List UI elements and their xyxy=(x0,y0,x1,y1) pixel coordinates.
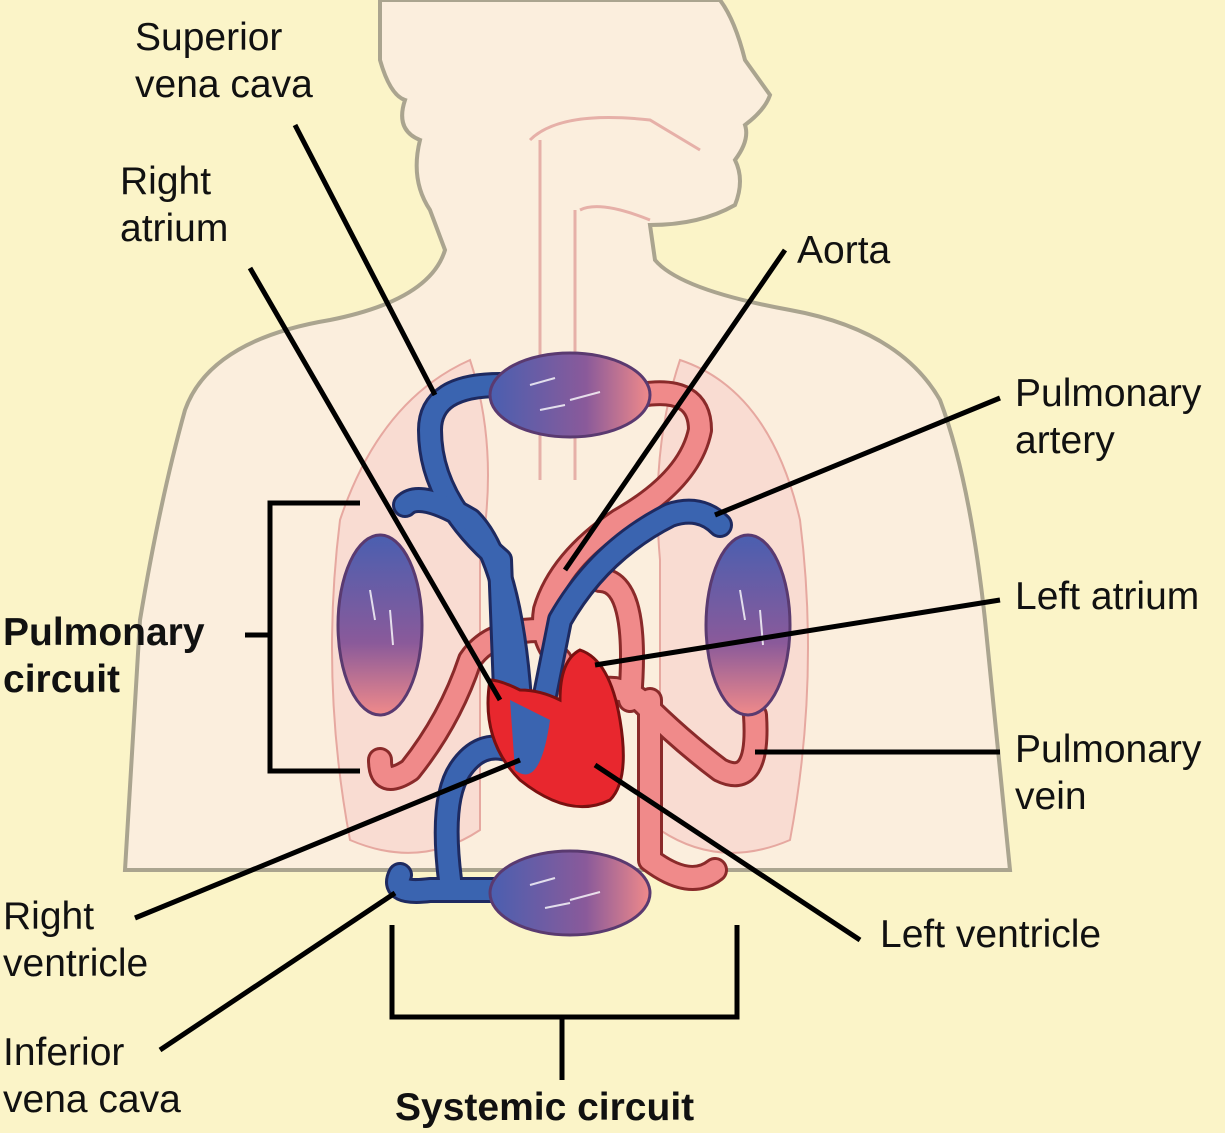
label-line: ventricle xyxy=(3,942,149,985)
label-line: Pulmonary xyxy=(3,611,205,654)
leader-superior-vena-cava xyxy=(292,123,438,397)
label-line: vena cava xyxy=(135,63,313,106)
label-line: circuit xyxy=(3,658,121,701)
label-line: vein xyxy=(1015,775,1087,818)
leader-right-ventricle xyxy=(134,757,521,921)
leader-pulmonary-artery xyxy=(714,395,1001,518)
capillary-bed-left-lung xyxy=(704,533,792,717)
label-line: Inferior xyxy=(3,1031,125,1074)
label-line: artery xyxy=(1015,419,1115,462)
label-aorta: Aorta xyxy=(797,229,891,272)
pulmonary-circuit-bracket xyxy=(245,500,360,774)
label-left-atrium: Left atrium xyxy=(1015,575,1200,618)
label-systemic-circuit: Systemic circuit xyxy=(395,1086,695,1129)
label-line: Right xyxy=(120,160,212,203)
label-line: Pulmonary xyxy=(1015,728,1202,771)
leader-left-ventricle xyxy=(593,762,862,943)
airway xyxy=(528,116,701,480)
capillary-bed-lower xyxy=(488,849,652,937)
systemic-circuit-bracket xyxy=(389,925,740,1080)
leader-right-atrium xyxy=(247,266,503,702)
label-left-ventricle: Left ventricle xyxy=(880,913,1102,956)
capillary-bed-right-lung xyxy=(336,533,424,717)
label-line: Right xyxy=(3,895,95,938)
leader-inferior-vena-cava xyxy=(158,890,397,1053)
leader-aorta xyxy=(562,248,788,572)
capillary-bed-upper xyxy=(488,351,652,439)
label-line: Superior xyxy=(135,16,283,59)
label-line: vena cava xyxy=(3,1078,181,1121)
leader-left-atrium xyxy=(594,597,1001,668)
label-line: Pulmonary xyxy=(1015,372,1202,415)
label-line: atrium xyxy=(120,207,229,250)
